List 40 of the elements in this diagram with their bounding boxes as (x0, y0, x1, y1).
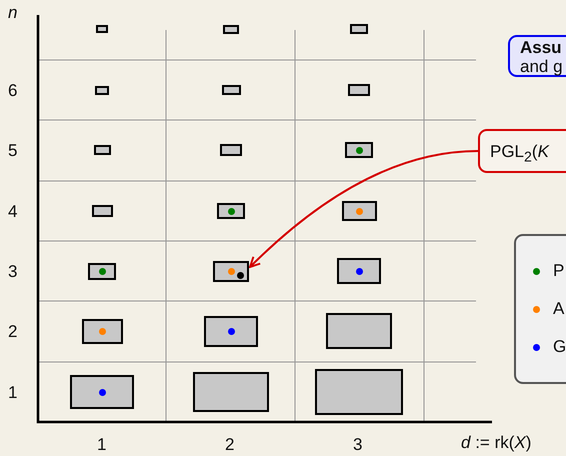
legend-text: P (553, 262, 564, 279)
tick-label: 5 (8, 142, 18, 159)
tick-label: 3 (8, 263, 18, 280)
legend-text: G (553, 338, 566, 355)
grid-rectangle (222, 85, 240, 95)
grid-rectangle (217, 203, 245, 219)
tick-label: 2 (225, 436, 234, 453)
tick-label: 1 (97, 436, 106, 453)
callout-text: and g (520, 58, 564, 76)
grid-rectangle (70, 375, 134, 409)
axis-label: n (8, 4, 18, 21)
grid-rectangle (94, 145, 110, 155)
grid-rectangle (204, 316, 258, 346)
legend-text: A (553, 300, 564, 317)
tick-label: 6 (8, 82, 18, 99)
term-callout (478, 129, 566, 173)
curved-arrow (249, 150, 478, 268)
grid-rectangle (345, 142, 373, 158)
grid-rectangle (213, 260, 249, 282)
grid-rectangle (337, 258, 381, 284)
grid-rectangle (342, 201, 376, 221)
tick-label: 2 (8, 323, 18, 340)
grid-rectangle (326, 313, 392, 349)
grid-rectangle (220, 144, 242, 156)
tick-label: 1 (8, 384, 18, 401)
axis-label: d := rk(X) (461, 434, 532, 451)
grid-rectangle (315, 369, 403, 415)
callout-text: PGL$_{2}$(K (490, 142, 550, 166)
grid-rectangle (193, 372, 269, 412)
grid-rectangle (95, 86, 109, 94)
grid-rectangle (348, 84, 370, 96)
tick-label: 3 (353, 436, 362, 453)
grid-rectangle (88, 262, 116, 280)
grid-rectangle (92, 205, 112, 217)
callout-heading: Assu (520, 39, 563, 58)
grid-rectangle (223, 24, 239, 34)
grid-rectangle (350, 24, 368, 34)
tick-label: 4 (8, 203, 18, 220)
grid-rectangle (82, 318, 122, 344)
grid-rectangle (96, 25, 108, 33)
